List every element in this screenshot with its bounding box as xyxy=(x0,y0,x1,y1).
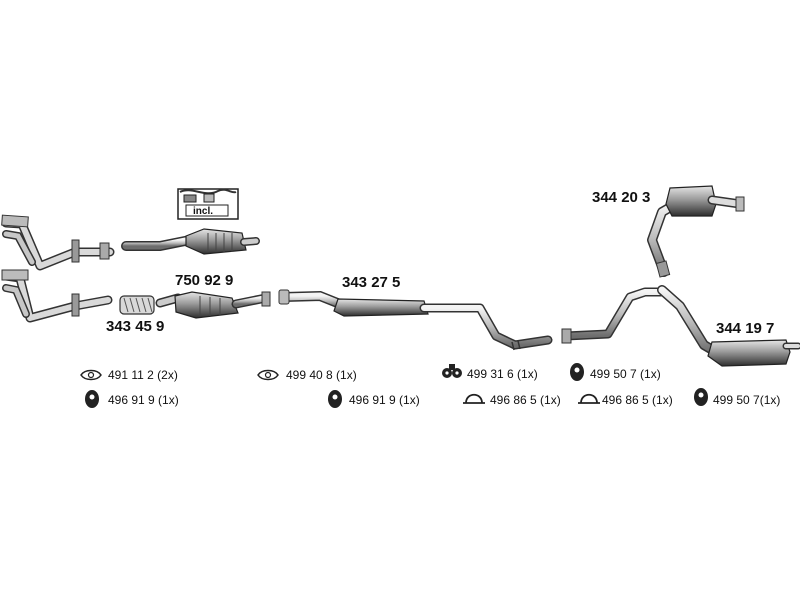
rubber-mount-icon xyxy=(328,390,342,408)
middle-muffler-343275[interactable] xyxy=(278,289,553,351)
mounting-kit-box[interactable] xyxy=(177,188,239,220)
accessory-label: 499 50 7(1x) xyxy=(713,393,781,407)
part-number-750929: 750 92 9 xyxy=(175,272,234,289)
gasket-icon xyxy=(257,369,279,381)
accessory-label: 499 40 8 (1x) xyxy=(286,368,357,382)
accessory-label: 496 91 9 (1x) xyxy=(349,393,420,407)
accessory-label: 496 86 5 (1x) xyxy=(490,393,561,407)
accessory-label: 496 86 5 (1x) xyxy=(602,393,673,407)
rubber-mount-icon xyxy=(570,363,584,381)
part-number-343275: 343 27 5 xyxy=(342,274,401,291)
front-pipe-lower[interactable] xyxy=(1,269,113,323)
rubber-mount-icon xyxy=(694,388,708,406)
rubber-mount-icon xyxy=(85,390,99,408)
accessory-label: 499 50 7 (1x) xyxy=(590,367,661,381)
part-number-343459: 343 45 9 xyxy=(106,318,165,335)
intermediate-pipe[interactable] xyxy=(561,287,667,344)
part-number-344203: 344 20 3 xyxy=(592,189,651,206)
clamp-icon xyxy=(463,393,485,404)
accessory-label: 491 11 2 (2x) xyxy=(108,368,178,382)
gasket-icon xyxy=(80,369,102,381)
accessory-label: 496 91 9 (1x) xyxy=(108,393,179,407)
front-pipe-upper[interactable] xyxy=(1,214,115,271)
hanger-icon xyxy=(442,364,462,378)
catalytic-converter-upper[interactable] xyxy=(121,228,260,255)
clamp-icon xyxy=(578,393,600,404)
rear-muffler-344197[interactable] xyxy=(657,285,800,367)
catalytic-converter-750929[interactable] xyxy=(155,291,271,319)
kit-included-label: incl. xyxy=(193,206,214,217)
accessory-label: 499 31 6 (1x) xyxy=(467,367,538,381)
part-number-344197: 344 19 7 xyxy=(716,320,775,337)
flex-pipe-343459[interactable] xyxy=(119,295,155,315)
rear-muffler-344203[interactable] xyxy=(647,185,745,278)
